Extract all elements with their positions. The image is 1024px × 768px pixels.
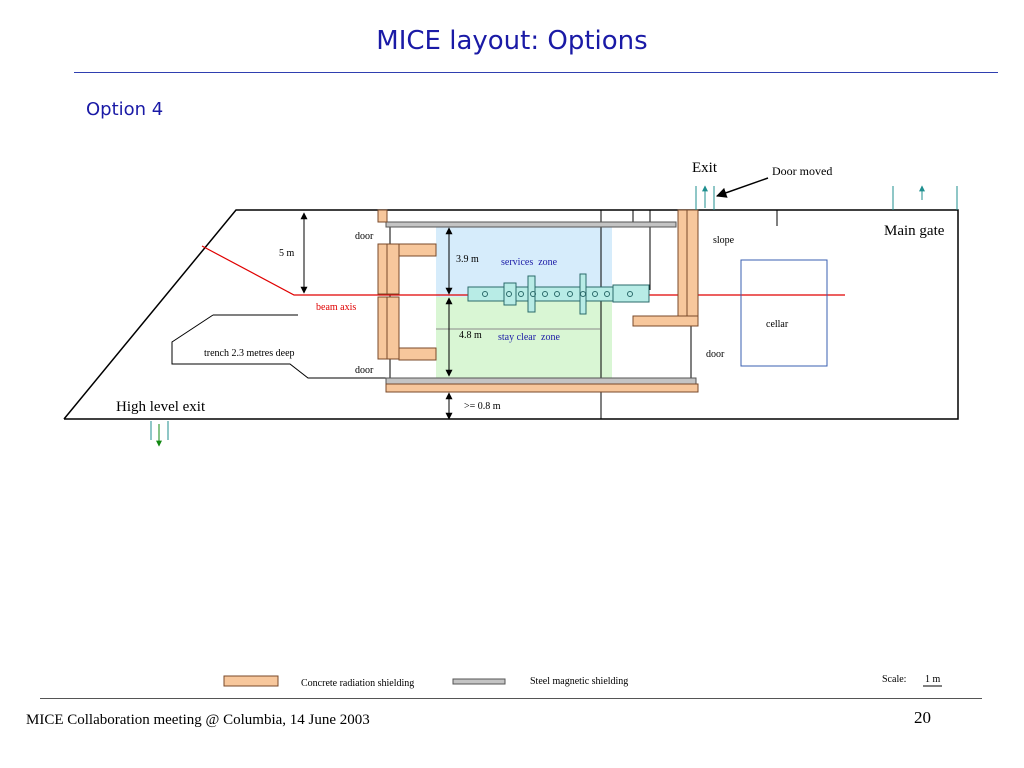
legend-concrete-swatch bbox=[223, 675, 279, 687]
option-subtitle: Option 4 bbox=[86, 99, 164, 120]
door-right-label: door bbox=[706, 349, 725, 360]
trench-label: trench 2.3 metres deep bbox=[204, 348, 295, 359]
exit-marker bbox=[695, 185, 715, 210]
footer-text: MICE Collaboration meeting @ Columbia, 1… bbox=[26, 712, 370, 728]
concrete-shielding bbox=[377, 209, 699, 393]
title-divider bbox=[74, 72, 998, 73]
door-moved-arrow bbox=[716, 177, 769, 198]
door-bottom-label: door bbox=[355, 365, 374, 376]
main-gate-label: Main gate bbox=[884, 223, 945, 239]
steel-shield-bottom bbox=[385, 377, 697, 385]
scale-label: Scale: bbox=[882, 674, 906, 685]
footer-divider bbox=[40, 698, 982, 699]
scale-value: 1 m bbox=[925, 674, 941, 685]
main-gate-marker bbox=[892, 185, 958, 210]
services-zone-label: services zone bbox=[501, 257, 558, 268]
high-level-exit-label: High level exit bbox=[116, 399, 206, 415]
height-5m-label: 5 m bbox=[279, 248, 295, 259]
slope-label: slope bbox=[713, 235, 735, 246]
height-48m-label: 4.8 m bbox=[459, 330, 482, 341]
high-level-exit-marker bbox=[150, 421, 169, 447]
cellar-label: cellar bbox=[766, 319, 789, 330]
cellar-box bbox=[740, 259, 828, 367]
legend-steel-label: Steel magnetic shielding bbox=[530, 676, 628, 687]
stay-clear-zone-label: stay clear zone bbox=[498, 332, 560, 343]
page-number: 20 bbox=[914, 708, 931, 727]
legend-concrete-label: Concrete radiation shielding bbox=[301, 678, 414, 689]
steel-shield-top bbox=[385, 221, 677, 228]
door-moved-label: Door moved bbox=[772, 164, 832, 178]
beam-axis-label: beam axis bbox=[316, 302, 356, 313]
trench-outline bbox=[171, 314, 386, 379]
beam-axis-line bbox=[201, 245, 845, 296]
exit-label: Exit bbox=[692, 160, 718, 176]
page-title: MICE layout: Options bbox=[376, 26, 648, 56]
clearance-label: >= 0.8 m bbox=[464, 401, 501, 412]
hall-outline bbox=[63, 209, 959, 420]
height-39m-label: 3.9 m bbox=[456, 254, 479, 265]
legend-steel-swatch bbox=[452, 678, 506, 685]
door-top-label: door bbox=[355, 231, 374, 242]
magnet-coils bbox=[482, 291, 633, 297]
